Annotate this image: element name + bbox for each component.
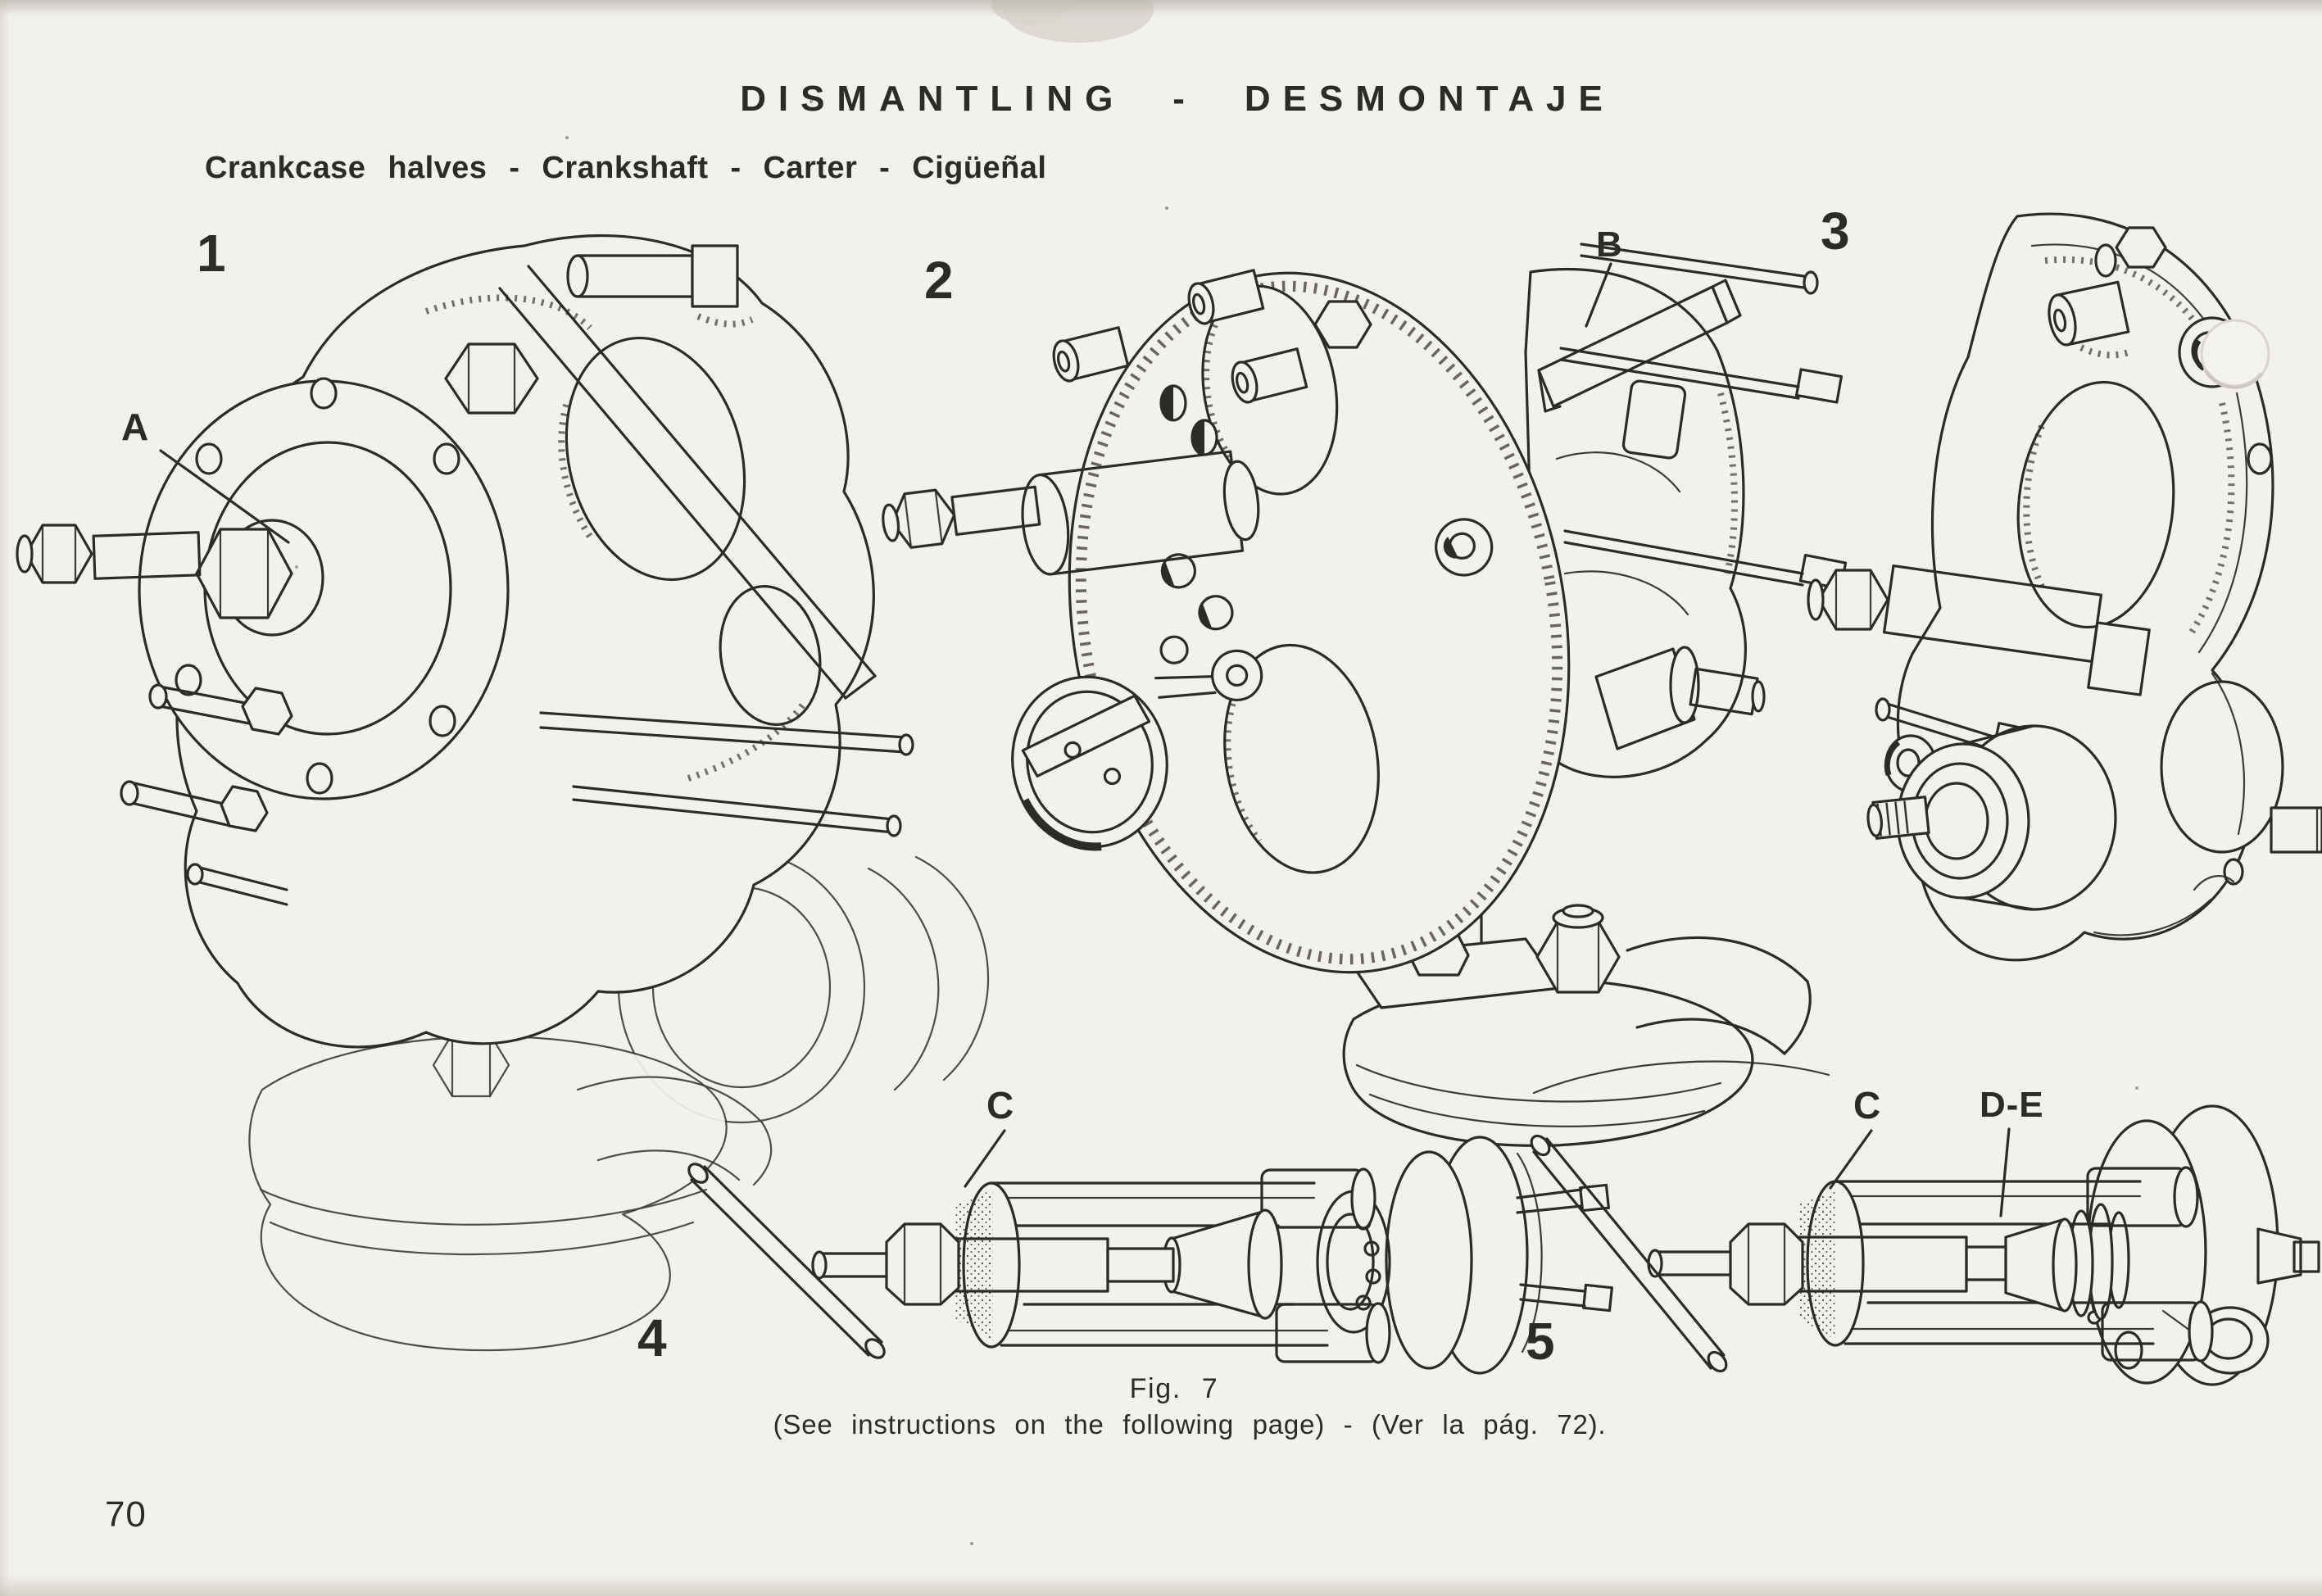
page-number: 70	[105, 1494, 147, 1535]
figure-3-drawing	[1807, 212, 2322, 962]
label-c-fig4-leader-line	[964, 1129, 1006, 1188]
figure-5-number: 5	[1526, 1312, 1555, 1371]
part-label-b: B	[1596, 224, 1623, 265]
part-label-c-fig5: C	[1853, 1084, 1882, 1127]
figure-caption: Fig. 7	[1129, 1373, 1219, 1404]
part-label-c-fig4: C	[986, 1084, 1015, 1127]
figure-1-number: 1	[197, 224, 226, 283]
figure-2-drawing	[882, 243, 1848, 1147]
label-a-leader-line	[159, 449, 290, 544]
part-label-a: A	[121, 406, 150, 448]
figure-4-number: 4	[637, 1308, 667, 1367]
page-title: DISMANTLING - DESMONTAJE	[740, 79, 1615, 119]
figure-1-drawing	[16, 234, 990, 1352]
label-b-leader-line	[1585, 262, 1612, 328]
label-de-leader-line	[1999, 1127, 2011, 1217]
figure-3-number: 3	[1821, 202, 1850, 261]
figure-5-drawing	[1530, 1104, 2320, 1386]
part-label-de: D-E	[1980, 1085, 2044, 1125]
figure-4-drawing	[687, 1129, 1613, 1375]
instructions-note: (See instructions on the following page)…	[773, 1409, 1607, 1440]
label-c-fig5-leader-line	[1829, 1129, 1873, 1190]
figure-2-number: 2	[924, 251, 954, 310]
page-subtitle: Crankcase halves - Crankshaft - Carter -…	[205, 151, 1047, 185]
